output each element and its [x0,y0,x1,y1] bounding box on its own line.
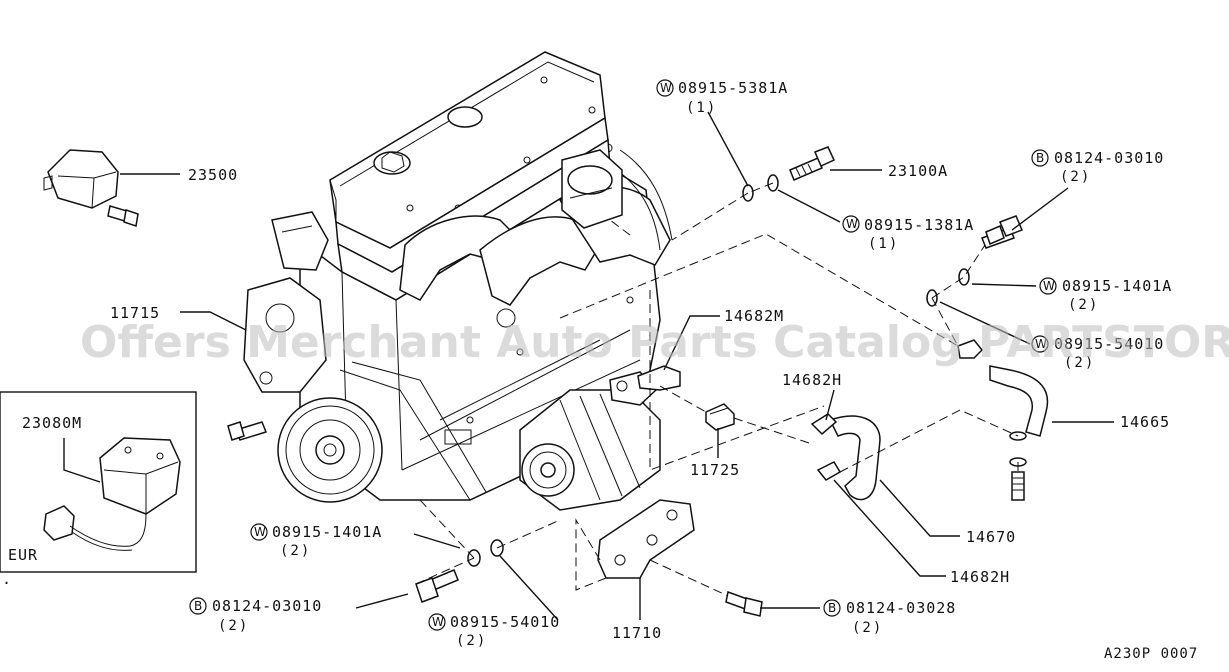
leader-lines [120,111,1114,621]
callout-11725: 11725 [690,461,740,479]
inset-eur-label: EUR [8,546,38,564]
bolt-08124-03028 [725,590,763,617]
washer-symbol-letter: W [846,217,858,231]
washer-symbol-icon [842,215,860,233]
bolt-symbol-icon [1031,149,1049,167]
watermark-text: Offers Merchant Auto Parts Catalog PARTS… [80,317,1229,368]
callout-qty: (2) [456,633,487,649]
callout-qty: (2) [280,543,311,559]
callout-number: 08124-03010 [1054,149,1164,167]
callout-14682m: 14682M [724,307,784,325]
callout-qty: (2) [1060,169,1091,185]
washer-symbol-letter: W [254,525,266,539]
callout-number: 08915-54010 [1054,335,1164,353]
callout-11715: 11715 [110,304,160,322]
washer-symbol-letter: W [1035,337,1047,351]
callout-14665: 14665 [1120,413,1170,431]
washer-symbol-letter: W [1043,279,1055,293]
callout-qty: (2) [218,618,249,634]
callout-08915-5381a: W 08915-5381A (1) [656,79,788,116]
alternator [519,371,661,511]
bolt-symbol-letter: B [1036,151,1044,165]
callout-08915-1401a-top: W 08915-1401A (2) [1039,277,1172,313]
washer-symbol-icon [656,79,674,97]
bolt-symbol-icon [189,597,207,615]
callout-qty: (2) [1068,297,1099,313]
clamp-14682h-top [810,413,838,436]
callout-number: 08124-03010 [212,597,322,615]
callout-08915-54010-top: W 08915-54010 (2) [1031,335,1164,371]
callout-14682h-bottom: 14682H [950,568,1010,586]
washer-symbol-icon [250,523,268,541]
inset-dot: . [2,570,12,588]
bolt-08124-03010-top [981,215,1023,249]
callout-number: 08915-1401A [272,523,382,541]
callout-08915-54010-bottom: W 08915-54010 (2) [428,613,560,649]
hose-14670 [828,415,881,501]
callout-qty: (1) [868,236,899,252]
callout-qty: (1) [686,100,717,116]
alternator-bracket [597,499,695,579]
callout-number: 08915-5381A [678,79,788,97]
callout-23500: 23500 [188,166,238,184]
bolt-08124-03010-bottom [415,569,459,603]
callout-23100a: 23100A [888,162,948,180]
relay-23500 [43,149,119,209]
callout-08124-03010-top: B 08124-03010 (2) [1031,149,1164,185]
callout-08124-03010-bottom: B 08124-03010 (2) [189,597,322,634]
callout-14670: 14670 [966,528,1016,546]
fitting-11725 [705,403,735,431]
eye-bolt [1011,471,1025,501]
callout-11710: 11710 [612,624,662,642]
callout-qty: (2) [852,620,883,636]
callout-number: 08915-1401A [1062,277,1172,295]
callout-14682h-top: 14682H [782,371,842,389]
callout-08915-1381a: W 08915-1381A (1) [842,215,974,252]
washer-symbol-letter: W [660,81,672,95]
bolt-symbol-icon [823,599,841,617]
bracket-14682m [637,365,681,391]
bolt-11715 [227,421,267,441]
footer-code: A230P 0007 [1104,646,1198,662]
callout-number: 08915-1381A [864,216,974,234]
tube-14665 [989,365,1049,437]
bolt-symbol-letter: B [828,601,836,615]
bolt-23100a [789,146,835,181]
bolt-symbol-letter: B [194,599,202,613]
inset-box: 23080M EUR [0,391,197,573]
washer-symbol-letter: W [432,615,444,629]
callout-number: 08915-54010 [450,613,560,631]
callout-08915-1401a-bottom: W 08915-1401A (2) [250,523,382,559]
inset-part-label: 23080M [22,414,82,432]
callout-08124-03028: B 08124-03028 (2) [823,599,956,636]
callout-qty: (2) [1064,355,1095,371]
washer-symbol-icon [428,613,446,631]
callout-number: 08124-03028 [846,599,956,617]
connector-fitting [957,339,984,359]
bolt-23500 [107,205,139,227]
washer-symbol-icon [1031,335,1049,353]
clamp-14682h-bottom [816,461,842,481]
reference-lines [415,182,1019,597]
washer-symbol-icon [1039,277,1057,295]
